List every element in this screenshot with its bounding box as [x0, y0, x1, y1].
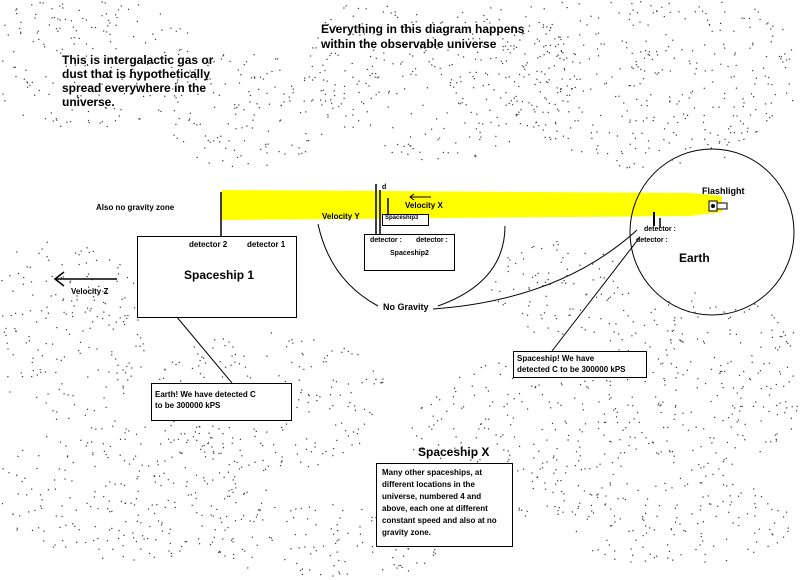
velocity-z-arrow	[53, 271, 117, 287]
velocity-x-arrow	[409, 193, 431, 201]
spaceship1-callout-box: Earth! We have detected C to be 300000 k…	[151, 383, 292, 421]
spaceship2-detector-left: detector :	[370, 237, 402, 244]
spaceship1-callout-leader	[175, 315, 233, 384]
spaceship-x-line-5: constant speed and also at no	[382, 516, 497, 525]
no-gravity-curve-earth	[432, 229, 638, 310]
gas-note-line-4: universe.	[62, 95, 115, 109]
universe-note-line-2: within the observable universe	[321, 37, 497, 51]
gas-note-line-1: This is intergalactic gas or	[62, 53, 214, 67]
no-gravity-label: No Gravity	[383, 302, 429, 312]
velocity-y-label: Velocity Y	[322, 212, 360, 221]
spaceship2-detector-right: detector :	[416, 237, 448, 244]
spaceship-x-line-3: universe, numbered 4 and	[382, 492, 482, 501]
universe-note-line-1: Everything in this diagram happens	[321, 22, 525, 36]
earth-callout-line-1: Spaceship! We have	[517, 354, 595, 363]
spaceship1-callout-line-1: Earth! We have detected C	[155, 390, 256, 399]
spaceship2-box: detector : detector : Spaceship2	[364, 234, 455, 271]
earth-callout-line-2: detected C to be 300000 kPS	[517, 365, 626, 374]
earth-label: Earth	[679, 251, 710, 265]
spaceship-x-line-1: Many other spaceships, at	[382, 468, 483, 477]
no-gravity-zone-label: Also no gravity zone	[96, 203, 175, 212]
velocity-z-label: Velocity Z	[71, 287, 109, 296]
spaceship-x-line-2: different locations in the	[382, 480, 475, 489]
spaceship2-label-box: Spaceship3	[382, 214, 429, 226]
gas-note-line-2: dust that is hypothetically	[62, 67, 211, 81]
earth-callout-leader	[551, 236, 641, 352]
spaceship-x-box: Many other spaceships, at different loca…	[376, 463, 513, 547]
light-beam	[222, 190, 722, 220]
earth-detector-b: detector :	[636, 237, 668, 244]
spaceship-x-title: Spaceship X	[418, 445, 490, 459]
spaceship1-detector-1: detector 1	[247, 240, 286, 249]
spaceship1-box: detector 2 detector 1 Spaceship 1	[137, 236, 297, 318]
spaceship2-title: Spaceship2	[390, 250, 429, 257]
spaceship2-label: Spaceship3	[385, 215, 419, 221]
flashlight-label: Flashlight	[702, 186, 745, 196]
earth-circle	[629, 148, 795, 316]
spaceship1-title: Spaceship 1	[184, 268, 255, 282]
flashlight-icon	[708, 200, 728, 212]
spaceship1-callout-line-2: to be 300000 kPS	[155, 401, 221, 410]
no-gravity-curve-left	[317, 223, 379, 307]
earth-callout-box: Spaceship! We have detected C to be 3000…	[513, 351, 647, 378]
earth-detector-a: detector :	[644, 226, 676, 233]
spaceship-x-line-4: above, each one at different	[382, 504, 488, 513]
spaceship-x-line-6: gravity zone.	[382, 528, 431, 537]
velocity-x-label: Velocity X	[405, 201, 443, 210]
spaceship2-small-mark: d	[382, 184, 387, 191]
no-gravity-curve-right	[437, 225, 506, 307]
gas-note-line-3: spread everywhere in the	[62, 81, 207, 95]
spaceship1-detector-2: detector 2	[189, 240, 228, 249]
